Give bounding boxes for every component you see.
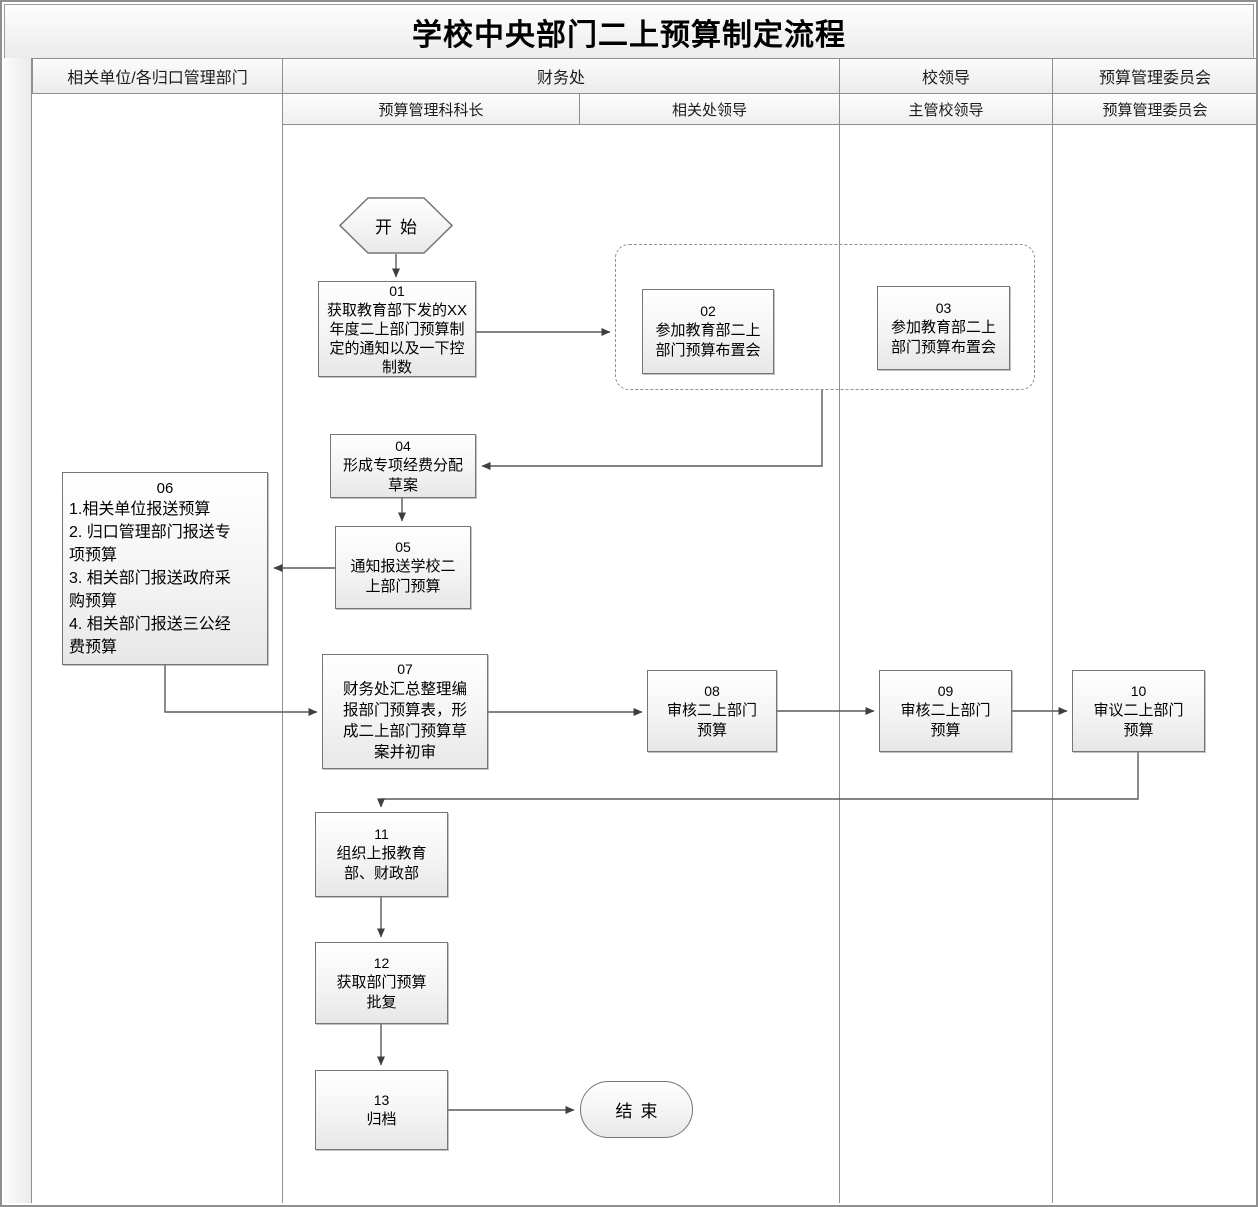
node-08-code: 08 <box>704 682 720 699</box>
node-04: 04 形成专项经费分配 草案 <box>330 434 476 498</box>
lane-divider <box>282 58 283 1203</box>
node-11-text: 组织上报教育 部、财政部 <box>336 845 427 882</box>
left-strip <box>4 58 32 1203</box>
sublane-header-budget-section-chief: 预算管理科科长 <box>282 93 580 125</box>
node-10: 10 审议二上部门 预算 <box>1072 670 1205 752</box>
node-02-text: 参加教育部二上 部门预算布置会 <box>655 322 761 359</box>
node-05: 05 通知报送学校二 上部门预算 <box>335 526 471 609</box>
sublane-header-related-office-leader: 相关处领导 <box>579 93 840 125</box>
end-label: 结束 <box>615 1102 666 1121</box>
lane-divider <box>839 58 840 1203</box>
node-09: 09 审核二上部门 预算 <box>879 670 1012 752</box>
node-10-code: 10 <box>1130 682 1147 699</box>
node-07: 07 财务处汇总整理编 报部门预算表，形 成二上部门预算草 案并初审 <box>322 654 488 769</box>
node-06-text: 1.相关单位报送预算 2. 归口管理部门报送专 项预算 3. 相关部门报送政府采… <box>69 500 231 656</box>
node-08-text: 审核二上部门 预算 <box>666 701 757 739</box>
sublane-header-supervising-leader: 主管校领导 <box>839 93 1053 125</box>
node-05-code: 05 <box>395 539 411 555</box>
node-13-text: 归档 <box>366 1110 397 1128</box>
node-04-text: 形成专项经费分配 草案 <box>342 456 463 494</box>
sublane-header-budget-committee: 预算管理委员会 <box>1052 93 1256 125</box>
meeting-group-dashed-box <box>615 244 1035 390</box>
node-09-text: 审核二上部门 预算 <box>900 701 991 739</box>
page-title: 学校中央部门二上预算制定流程 <box>412 17 846 53</box>
node-09-code: 09 <box>937 682 954 699</box>
node-13-code: 13 <box>373 1091 390 1108</box>
node-03: 03 参加教育部二上 部门预算布置会 <box>877 286 1010 370</box>
lane-header-finance-office: 财务处 <box>282 58 840 94</box>
node-07-code: 07 <box>397 661 413 677</box>
node-07-text: 财务处汇总整理编 报部门预算表，形 成二上部门预算草 案并初审 <box>342 681 467 761</box>
node-01-text: 获取教育部下发的XX 年度二上部门预算制 定的通知以及一下控 制数 <box>326 301 467 376</box>
node-06-code: 06 <box>156 479 174 497</box>
diagram-title-bar: 学校中央部门二上预算制定流程 <box>4 4 1254 60</box>
node-03-text: 参加教育部二上 部门预算布置会 <box>890 318 996 356</box>
node-03-code: 03 <box>935 299 952 316</box>
node-08: 08 审核二上部门 预算 <box>647 670 777 752</box>
node-06: 06 1.相关单位报送预算 2. 归口管理部门报送专 项预算 3. 相关部门报送… <box>62 472 268 665</box>
connector-group-04 <box>481 390 823 470</box>
node-11: 11 组织上报教育 部、财政部 <box>315 812 448 897</box>
node-11-code: 11 <box>374 826 389 842</box>
node-04-code: 04 <box>395 437 411 454</box>
lane-divider <box>1052 58 1053 1203</box>
node-02-code: 02 <box>700 303 716 319</box>
node-12-code: 12 <box>373 954 390 971</box>
lane-header-school-leaders: 校领导 <box>839 58 1053 94</box>
start-label: 开始 <box>375 218 425 237</box>
node-02: 02 参加教育部二上 部门预算布置会 <box>642 289 774 374</box>
node-12-text: 获取部门预算 批复 <box>336 973 427 1011</box>
hexagon-shape <box>339 197 453 254</box>
start-terminal: 开始 <box>339 197 453 254</box>
connector-10-11 <box>377 752 1139 808</box>
node-01: 01 获取教育部下发的XX 年度二上部门预算制 定的通知以及一下控 制数 <box>318 281 476 377</box>
lane-header-related-units: 相关单位/各归口管理部门 <box>32 58 283 94</box>
node-12: 12 获取部门预算 批复 <box>315 942 448 1024</box>
node-10-text: 审议二上部门 预算 <box>1093 701 1184 739</box>
node-13: 13 归档 <box>315 1070 448 1150</box>
node-05-text: 通知报送学校二 上部门预算 <box>350 558 456 595</box>
node-01-code: 01 <box>389 282 405 299</box>
end-terminal: 结束 <box>580 1081 693 1138</box>
lane-header-budget-committee: 预算管理委员会 <box>1052 58 1256 94</box>
connector-06-07 <box>164 665 318 716</box>
